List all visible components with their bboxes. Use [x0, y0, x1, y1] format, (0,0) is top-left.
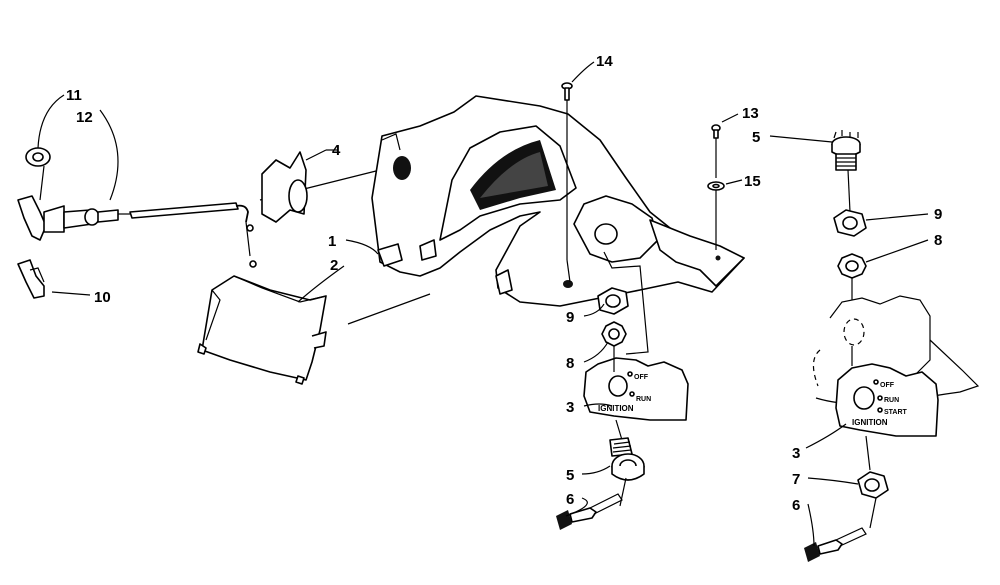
callout-2: 2: [330, 257, 338, 274]
throttle-cable-part: [129, 169, 381, 268]
callout-labels: 11 12 10 4 1 2 14 9 8 3 5 6 13 15 5 9 8 …: [66, 53, 942, 514]
screw-14-part: [561, 61, 595, 283]
ignition-key-right-part: [804, 527, 867, 562]
callout-8-right: 8: [934, 232, 942, 249]
plate-right-start-text: START: [884, 409, 908, 416]
callout-5-right: 5: [752, 129, 760, 146]
callout-3-right: 3: [792, 445, 800, 462]
hex-nut-right-part: [833, 209, 929, 237]
plate-center-run-text: RUN: [636, 396, 651, 403]
callout-5-center: 5: [566, 467, 574, 484]
callout-leaders: [326, 149, 859, 547]
callout-12: 12: [76, 109, 93, 126]
callout-9-right: 9: [934, 206, 942, 223]
callout-9-center: 9: [566, 309, 574, 326]
callout-3-center: 3: [566, 399, 574, 416]
lock-nut-part: [25, 147, 51, 167]
plate-right-title-text: IGNITION: [852, 418, 888, 427]
plate-right-off-text: OFF: [880, 382, 895, 389]
throttle-lever-part: [17, 195, 130, 241]
callout-14: 14: [596, 53, 613, 70]
screw-13-part: [711, 113, 739, 178]
grommet-plate-part: [261, 149, 327, 223]
console-housing-part: [345, 95, 745, 307]
callout-6-center: 6: [566, 491, 574, 508]
ignition-stack-center: OFF RUN IGNITION: [556, 61, 689, 530]
lock-washer-center-part: [601, 321, 627, 347]
throttle-lever-spare-part: [17, 259, 45, 299]
ignition-stack-right: OFF RUN START IGNITION: [707, 113, 980, 562]
ignition-plate-center-part: OFF RUN IGNITION: [583, 357, 689, 421]
plate-center-title-text: IGNITION: [598, 404, 634, 413]
ignition-plate-right-part: OFF RUN START IGNITION: [835, 363, 939, 437]
callout-8-center: 8: [566, 355, 574, 372]
plate-right-run-text: RUN: [884, 397, 899, 404]
lower-cover-part: [197, 265, 431, 385]
callout-1: 1: [328, 233, 336, 250]
callout-15: 15: [744, 173, 761, 190]
ignition-switch-right-part: [769, 130, 861, 171]
lock-washer-right-part: [837, 239, 929, 279]
washer-15-part: [707, 179, 743, 250]
ignition-switch-center-part: [609, 437, 645, 481]
bezel-nut-7-part: [857, 471, 889, 499]
callout-6-right: 6: [792, 497, 800, 514]
callout-7: 7: [792, 471, 800, 488]
callout-4: 4: [332, 142, 341, 159]
hex-nut-center-part: [597, 287, 629, 315]
callout-11: 11: [66, 87, 82, 104]
throttle-assembly: [17, 94, 381, 299]
callout-10: 10: [94, 289, 111, 306]
callout-13: 13: [742, 105, 759, 122]
plate-center-off-text: OFF: [634, 374, 649, 381]
